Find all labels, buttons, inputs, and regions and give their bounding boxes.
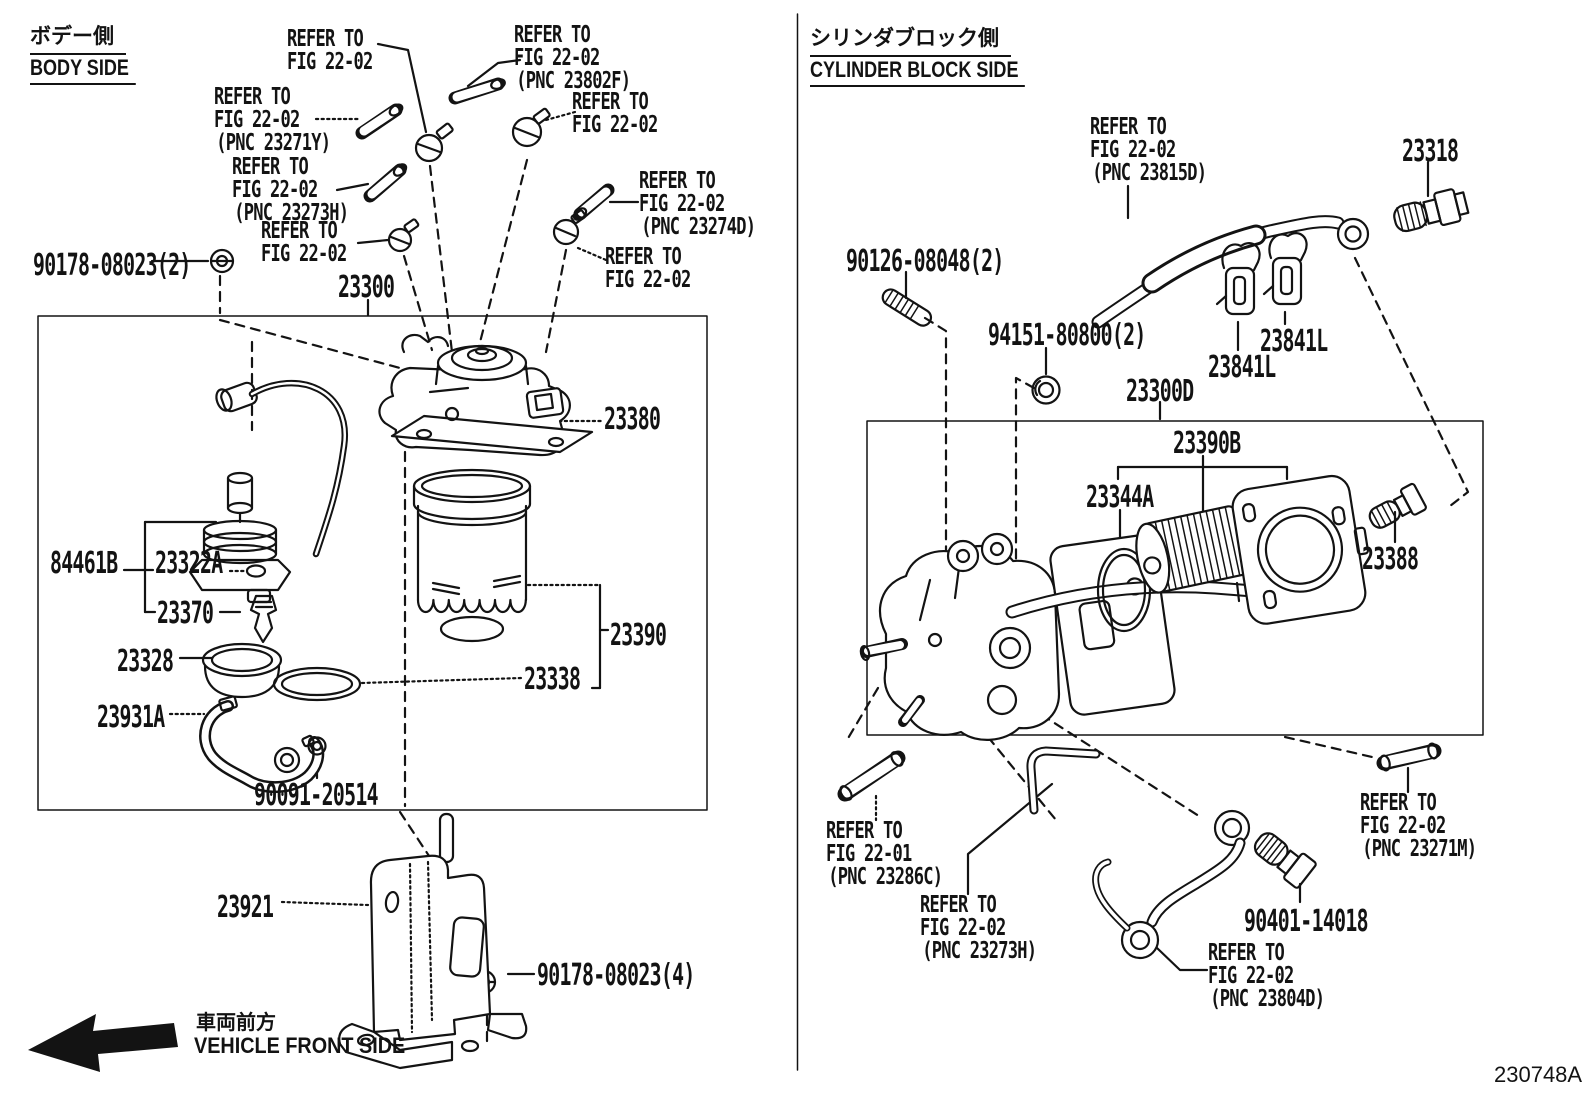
part-label-23344A: 23344A bbox=[1086, 480, 1154, 515]
part-label-90126-08048: 90126-08048(2) bbox=[846, 244, 1004, 279]
fuel-filter-cartridge-drawing bbox=[412, 468, 532, 643]
vehicle-front-label-jp: 車両前方 bbox=[196, 1012, 276, 1034]
bolt-drawing bbox=[1368, 482, 1427, 529]
part-label-23322A: 23322A bbox=[155, 546, 223, 581]
check-valve-drawing bbox=[249, 594, 278, 644]
section-title-cylinder-block-side: シリンダブロック側 CYLINDER BLOCK SIDE bbox=[810, 22, 1072, 87]
part-label-94151-80800: 94151-80800(2) bbox=[988, 318, 1146, 353]
part-label-23841L-b: 23841L bbox=[1208, 350, 1276, 385]
part-label-23931A: 23931A bbox=[97, 700, 165, 735]
clamp-bolt-icon bbox=[301, 734, 327, 756]
elbow-hose-drawing bbox=[1026, 746, 1101, 815]
hose-clamp-icon bbox=[414, 122, 454, 163]
right-box bbox=[866, 420, 1484, 736]
figure-code: 230748A bbox=[1494, 1062, 1583, 1087]
part-label-23388: 23388 bbox=[1362, 542, 1419, 577]
title-en: CYLINDER BLOCK SIDE bbox=[810, 57, 1026, 87]
part-label-90178-08023-2: 90178-08023(2) bbox=[33, 248, 191, 283]
section-title-body-side: ボデー側 BODY SIDE bbox=[30, 20, 159, 85]
hose-clamp-icon bbox=[511, 107, 551, 148]
pipe-clip-drawing bbox=[1215, 232, 1308, 316]
hose-drawing bbox=[1376, 742, 1442, 772]
filter-element-drawing bbox=[1135, 505, 1249, 594]
cap-drawing bbox=[201, 642, 283, 699]
part-label-23390B: 23390B bbox=[1173, 426, 1241, 461]
fuel-pipe-drawing bbox=[1091, 215, 1370, 329]
part-label-90091-20514: 90091-20514 bbox=[254, 778, 379, 813]
clamp-drawing bbox=[199, 695, 325, 794]
vehicle-front-arrow-icon bbox=[28, 1014, 178, 1072]
sedimenter-switch-drawing bbox=[188, 379, 349, 604]
hose-drawing bbox=[837, 750, 906, 802]
part-label-23370: 23370 bbox=[157, 596, 214, 631]
right-dashed-lines bbox=[845, 256, 1470, 822]
part-label-23921: 23921 bbox=[217, 890, 274, 925]
part-label-23338: 23338 bbox=[524, 662, 581, 697]
oring-drawing bbox=[272, 666, 362, 702]
part-label-23300D: 23300D bbox=[1126, 374, 1194, 409]
left-leader-lines bbox=[122, 42, 640, 976]
title-jp: シリンダブロック側 bbox=[810, 22, 1011, 57]
part-label-23841L-a: 23841L bbox=[1260, 324, 1328, 359]
nut-icon bbox=[209, 248, 235, 274]
banjo-bolt-drawing bbox=[1253, 832, 1317, 889]
hose-clamp-icon bbox=[387, 218, 420, 253]
hose-clamp-icon bbox=[552, 209, 587, 246]
part-label-23300: 23300 bbox=[338, 270, 395, 305]
title-en: BODY SIDE bbox=[30, 55, 136, 85]
part-label-23380: 23380 bbox=[604, 402, 661, 437]
part-label-90401-14018: 90401-14018 bbox=[1244, 904, 1369, 939]
part-label-90178-08023-4: 90178-08023(4) bbox=[537, 958, 695, 993]
gasket-oring-icon bbox=[245, 564, 267, 578]
left-box bbox=[37, 315, 708, 811]
right-leader-lines bbox=[874, 160, 1430, 972]
union-bolt-drawing bbox=[1393, 188, 1470, 233]
part-label-23318: 23318 bbox=[1402, 134, 1459, 169]
part-label-23328: 23328 bbox=[117, 644, 174, 679]
vehicle-front-label-en: VEHICLE FRONT SIDE bbox=[194, 1033, 406, 1058]
part-label-84461B: 84461B bbox=[50, 546, 118, 581]
part-label-23390: 23390 bbox=[610, 618, 667, 653]
flange-plate-drawing bbox=[1231, 474, 1370, 625]
banjo-pipe-drawing bbox=[1092, 809, 1251, 960]
nut-drawing bbox=[1031, 375, 1061, 405]
oring-drawing bbox=[1096, 547, 1152, 633]
title-jp: ボデー側 bbox=[30, 20, 126, 55]
mounting-bracket-drawing bbox=[338, 812, 528, 1070]
hose-and-clamp-drawings bbox=[355, 77, 615, 253]
filter-head-pump-drawing bbox=[378, 333, 594, 457]
